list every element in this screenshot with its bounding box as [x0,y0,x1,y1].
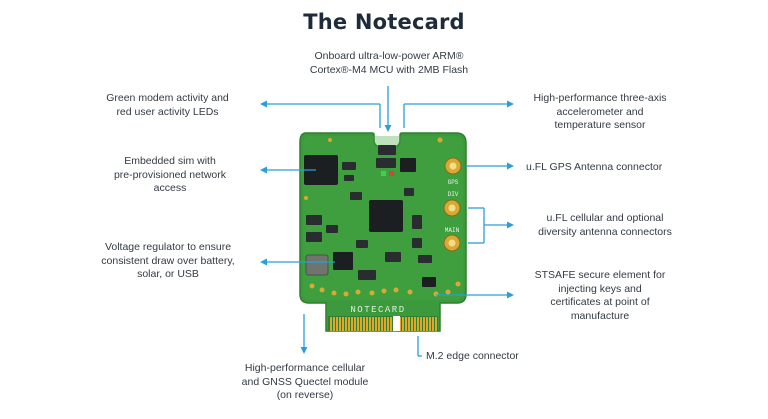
edge-pin [336,317,338,331]
edge-pin [417,317,419,331]
edge-pin [414,317,416,331]
accelerometer-chip [400,158,416,172]
edge-pin [381,317,383,331]
test-pads [304,137,461,297]
edge-pin [387,317,389,331]
regulator-chip [333,252,353,270]
edge-pin [405,317,407,331]
edge-pin [426,317,428,331]
small-components [306,145,432,280]
page-title: The Notecard [303,10,465,34]
stsafe-chip [422,277,436,287]
edge-pin [330,317,332,331]
callout-m2: M.2 edge connector [426,350,519,362]
red-led [389,171,394,176]
gps-label: GPS [448,179,459,186]
callout-cellular-antenna: u.FL cellular and optional diversity ant… [538,212,672,238]
edge-pin [423,317,425,331]
callout-regulator: Voltage regulator to ensure consistent d… [101,241,235,280]
div-antenna-connector [443,199,461,217]
edge-pin [372,317,374,331]
edge-pin [429,317,431,331]
m2-edge-connector [328,316,438,331]
callout-mcu: Onboard ultra-low-power ARM® Cortex®-M4 … [309,50,469,76]
edge-pin [369,317,371,331]
edge-pin [411,317,413,331]
callout-leds: Green modem activity and red user activi… [106,92,229,118]
edge-pin [360,317,362,331]
callout-stsafe: STSAFE secure element for injecting keys… [534,269,666,322]
div-label: DIV [448,191,459,198]
edge-pin [354,317,356,331]
callout-lines [260,86,514,357]
edge-pin [339,317,341,331]
edge-pin [366,317,368,331]
inductor [305,254,329,276]
edge-pin [357,317,359,331]
edge-pin [420,317,422,331]
board-label: NOTECARD [350,305,405,315]
edge-pin [402,317,404,331]
gps-antenna-connector [444,157,462,175]
edge-pin [351,317,353,331]
edge-pin [375,317,377,331]
edge-pin [342,317,344,331]
mcu-chip [369,200,403,232]
edge-pin [378,317,380,331]
sim-chip [304,155,338,185]
edge-pin [363,317,365,331]
edge-pin [435,317,437,331]
edge-pin [432,317,434,331]
edge-pin [384,317,386,331]
callout-accelerometer: High-performance three-axis acceleromete… [533,92,667,131]
main-antenna-connector [443,234,461,252]
edge-pin [333,317,335,331]
green-led [381,171,386,176]
edge-pin [345,317,347,331]
edge-pin [408,317,410,331]
callout-sim: Embedded sim with pre-provisioned networ… [113,155,227,194]
main-label: MAIN [445,227,460,234]
callout-gps: u.FL GPS Antenna connector [526,161,663,173]
edge-pin [348,317,350,331]
edge-pin [390,317,392,331]
callout-quectel: High-performance cellular and GNSS Quect… [241,362,369,401]
